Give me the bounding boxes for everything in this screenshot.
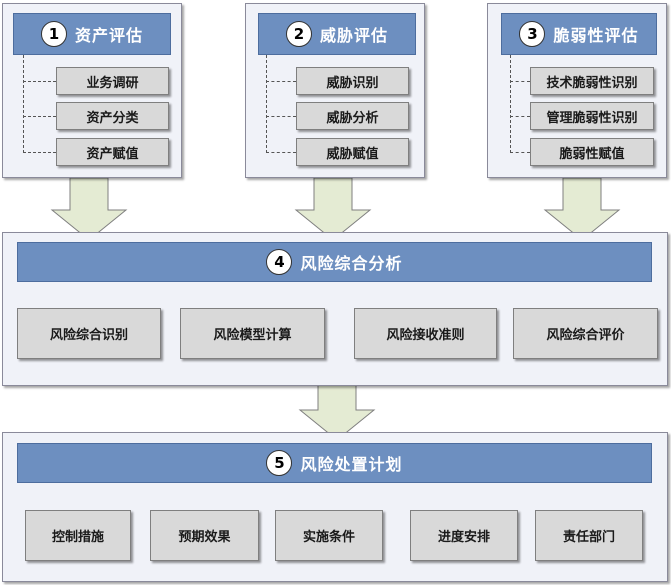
arrow-analysis-to-plan	[298, 377, 376, 441]
vuln-item-technical: 技术脆弱性识别	[530, 67, 654, 95]
asset-assessment-header: 1 资产评估	[13, 13, 171, 55]
tree-connector	[23, 116, 56, 117]
plan-item-schedule: 进度安排	[410, 510, 518, 561]
arrow-vuln-to-analysis	[543, 177, 621, 241]
analysis-item-identification: 风险综合识别	[17, 308, 161, 359]
threat-assessment-title: 威胁评估	[319, 26, 388, 45]
threat-item-identification: 威胁识别	[296, 67, 409, 95]
tree-connector	[266, 116, 296, 117]
step-number-badge: 5	[266, 450, 293, 476]
tree-connector	[510, 116, 530, 117]
step-number-badge: 1	[40, 21, 67, 47]
vulnerability-assessment-header: 3 脆弱性评估	[501, 13, 657, 55]
analysis-item-acceptance-criteria: 风险接收准则	[354, 308, 497, 359]
tree-connector	[23, 55, 24, 153]
asset-assessment-panel: 1 资产评估 业务调研 资产分类 资产赋值	[2, 3, 182, 178]
threat-assessment-panel: 2 威胁评估 威胁识别 威胁分析 威胁赋值	[245, 3, 425, 178]
analysis-item-model-calculation: 风险模型计算	[180, 308, 325, 359]
plan-item-conditions: 实施条件	[275, 510, 383, 561]
vulnerability-assessment-title: 脆弱性评估	[553, 26, 639, 45]
tree-connector	[266, 55, 267, 153]
tree-connector	[23, 81, 56, 82]
arrow-threat-to-analysis	[294, 177, 372, 241]
step-number-badge: 4	[266, 249, 293, 275]
tree-connector	[510, 152, 530, 153]
asset-assessment-title: 资产评估	[74, 26, 143, 45]
threat-assessment-header: 2 威胁评估	[258, 13, 416, 55]
risk-plan-header: 5 风险处置计划	[17, 443, 652, 483]
asset-item-classification: 资产分类	[56, 102, 169, 130]
vuln-item-management: 管理脆弱性识别	[530, 102, 654, 130]
step-number-badge: 2	[285, 21, 312, 47]
plan-item-expected-effect: 预期效果	[150, 510, 259, 561]
tree-connector	[510, 81, 530, 82]
analysis-item-evaluation: 风险综合评价	[513, 308, 658, 359]
plan-item-controls: 控制措施	[25, 510, 131, 561]
risk-plan-panel: 5 风险处置计划 控制措施 预期效果 实施条件 进度安排 责任部门	[2, 432, 668, 582]
asset-item-valuation: 资产赋值	[56, 138, 169, 166]
threat-item-analysis: 威胁分析	[296, 102, 409, 130]
plan-item-responsible-dept: 责任部门	[535, 510, 643, 561]
tree-connector	[266, 152, 296, 153]
tree-connector	[23, 152, 56, 153]
tree-connector	[510, 55, 511, 153]
vuln-item-valuation: 脆弱性赋值	[530, 138, 654, 166]
risk-analysis-title: 风险综合分析	[300, 254, 403, 273]
tree-connector	[266, 81, 296, 82]
asset-item-business-research: 业务调研	[56, 67, 169, 95]
risk-plan-title: 风险处置计划	[300, 455, 403, 474]
threat-item-valuation: 威胁赋值	[296, 138, 409, 166]
step-number-badge: 3	[519, 21, 546, 47]
risk-analysis-header: 4 风险综合分析	[17, 242, 652, 282]
vulnerability-assessment-panel: 3 脆弱性评估 技术脆弱性识别 管理脆弱性识别 脆弱性赋值	[487, 3, 667, 178]
risk-analysis-panel: 4 风险综合分析 风险综合识别 风险模型计算 风险接收准则 风险综合评价	[2, 232, 668, 386]
arrow-asset-to-analysis	[50, 177, 128, 241]
